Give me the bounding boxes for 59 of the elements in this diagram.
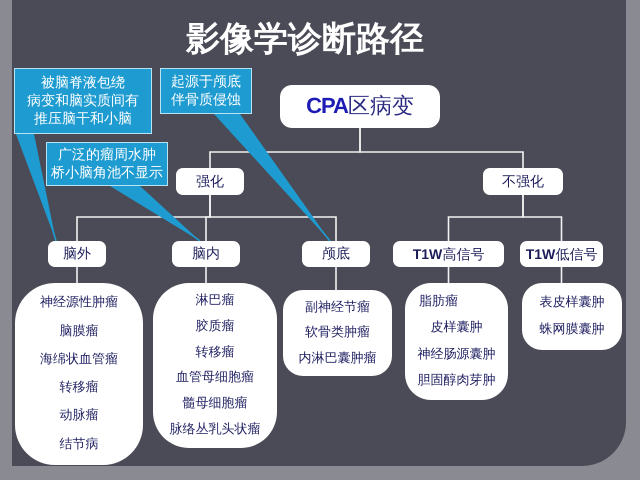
list-box [283, 290, 392, 376]
category-box [520, 241, 603, 267]
disease-name: 血管母细胞瘤 [176, 370, 254, 386]
category-box [302, 241, 370, 267]
category-label: 颅底 [322, 245, 350, 263]
disease-name: 皮样囊肿 [430, 320, 482, 336]
disease-name: 脑膜瘤 [60, 324, 98, 340]
disease-name: 胆固醇肉芽肿 [418, 373, 496, 390]
category-box [176, 168, 244, 195]
list-box [153, 283, 277, 448]
callout-text: 推压脑干和小脑 [34, 110, 132, 128]
connector-line [209, 195, 337, 241]
callout-text: 桥小脑角池不显示 [51, 164, 163, 182]
callout-box [160, 68, 252, 114]
callout-text: 被脑脊液包绕 [41, 74, 125, 92]
category-label: 强化 [196, 172, 224, 190]
connector-line [359, 128, 524, 168]
disease-name: 转移瘤 [196, 344, 234, 361]
list-box [405, 283, 508, 400]
disease-name: 表皮样囊肿 [540, 294, 604, 311]
disease-name: 海绵状血管瘤 [40, 352, 118, 368]
callout-text: 病变和脑实质间有 [27, 92, 139, 110]
disease-name: 神经肠源囊肿 [418, 346, 496, 363]
category-box [48, 241, 106, 267]
list-box [522, 283, 622, 350]
category-label: T1W高信号 [412, 244, 484, 264]
disease-name: 副神经节瘤 [305, 300, 370, 316]
disease-name: 软骨类肿瘤 [305, 325, 370, 341]
category-label: 脑内 [192, 245, 220, 263]
category-label: 不强化 [502, 172, 544, 190]
disease-name: 结节病 [60, 436, 98, 453]
disease-name: 胶质瘤 [196, 318, 234, 335]
connector-line [205, 267, 207, 283]
category-box [393, 241, 504, 267]
disease-name: 内淋巴囊肿瘤 [298, 350, 376, 366]
category-label: 脑外 [63, 245, 91, 263]
title-text: 影像学诊断路径 [186, 18, 424, 60]
disease-name: 脂肪瘤 [419, 294, 458, 310]
disease-name: 蛛网膜囊肿 [540, 322, 604, 338]
list-box [15, 283, 143, 465]
disease-name: 神经源性肿瘤 [40, 295, 118, 312]
root-label: CPA区病变 [306, 92, 414, 121]
category-label: T1W低信号 [526, 244, 598, 264]
disease-name: 髓母细胞瘤 [182, 396, 248, 412]
category-box [172, 241, 240, 267]
callout-box [46, 142, 168, 186]
disease-name: 淋巴瘤 [196, 292, 234, 309]
root-box [280, 85, 440, 128]
callout-text: 起源于颅底伴骨质侵蚀 [170, 73, 242, 109]
disease-name: 转移瘤 [60, 380, 98, 396]
connector-line [522, 195, 562, 241]
category-box [483, 168, 563, 195]
callout-text: 广泛的瘤周水肿 [58, 146, 156, 164]
disease-name: 动脉瘤 [60, 408, 98, 424]
connector-line [560, 267, 562, 283]
connector-line [76, 267, 78, 283]
disease-name: 脉络丛乳头状瘤 [170, 422, 260, 438]
connector-line [335, 267, 337, 290]
connector-line [448, 267, 450, 283]
